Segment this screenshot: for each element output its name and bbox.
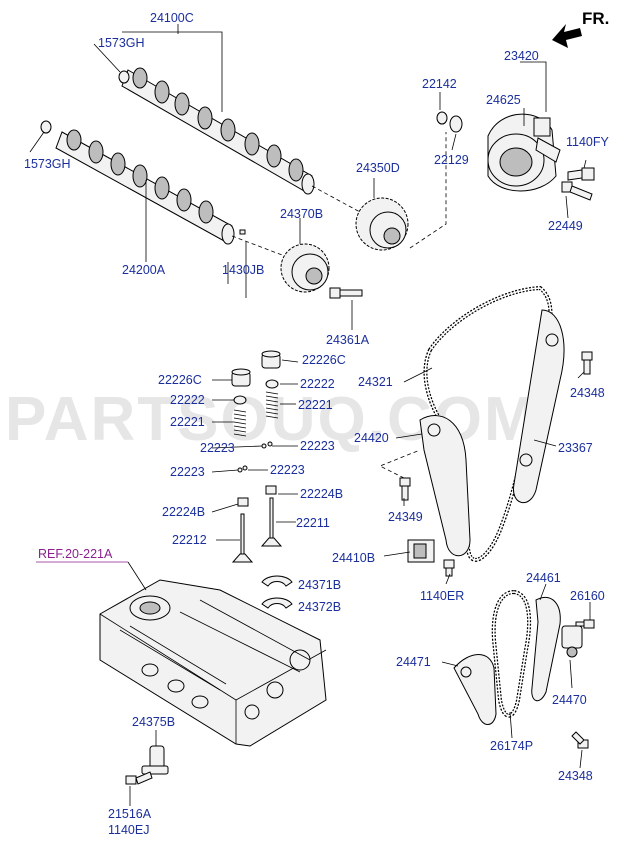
part-label[interactable]: 26160 [570, 589, 605, 603]
chain-tensioner-arm-icon [453, 654, 497, 725]
part-label[interactable]: 24470 [552, 693, 587, 707]
part-label[interactable]: 24410B [332, 551, 375, 565]
valve-key-icon [242, 465, 248, 471]
part-label[interactable]: 22226C [302, 353, 346, 367]
bolt-icon [443, 559, 455, 577]
chain-tensioner-icon [407, 539, 435, 563]
part-label[interactable]: 22211 [296, 516, 330, 530]
cvvt-sprocket-intake-icon [280, 243, 330, 293]
part-label[interactable]: 1573GH [24, 157, 71, 171]
part-label[interactable]: 22223 [300, 439, 335, 453]
intake-valve-icon [260, 497, 283, 547]
part-label[interactable]: 24348 [570, 386, 605, 400]
part-label[interactable]: 1430JB [222, 263, 264, 277]
part-label[interactable]: 24370B [280, 207, 323, 221]
part-label[interactable]: 22223 [170, 465, 205, 479]
part-label[interactable]: 24375B [132, 715, 175, 729]
part-label[interactable]: 24371B [298, 578, 341, 592]
part-label[interactable]: 1140EJ [108, 823, 149, 837]
cylinder-head-icon [99, 579, 327, 747]
part-label[interactable]: 23367 [558, 441, 593, 455]
part-label[interactable]: 24625 [486, 93, 521, 107]
part-label[interactable]: 22223 [270, 463, 305, 477]
part-label[interactable]: 22212 [172, 533, 207, 547]
part-label[interactable]: 22221 [170, 415, 205, 429]
part-label[interactable]: 24372B [298, 600, 341, 614]
bolt-icon [575, 619, 595, 629]
part-label[interactable]: 24349 [388, 510, 423, 524]
part-label[interactable]: 24100C [150, 11, 194, 25]
tappet-icon [231, 368, 251, 387]
part-label[interactable]: 21516A [108, 807, 152, 821]
bolt-icon [329, 287, 363, 299]
part-label[interactable]: 24321 [358, 375, 393, 389]
part-label[interactable]: 22221 [298, 398, 333, 412]
front-direction-label: FR. [582, 9, 609, 28]
part-label[interactable]: 22226C [158, 373, 202, 387]
part-label[interactable]: 24200A [122, 263, 166, 277]
part-label[interactable]: 22449 [548, 219, 583, 233]
part-label[interactable]: 22224B [300, 487, 343, 501]
valve-spring-icon [265, 391, 279, 419]
part-label[interactable]: 1573GH [98, 36, 145, 50]
valve-key-icon [237, 467, 243, 473]
retainer-icon [233, 395, 247, 405]
valve-seal-icon [237, 497, 249, 507]
valve-spring-icon [233, 409, 247, 437]
chain-guide-icon [531, 597, 561, 702]
cap-plug-icon [118, 70, 130, 84]
bearing-upper-icon [261, 575, 293, 587]
part-label[interactable]: 1140FY [566, 135, 610, 149]
part-label[interactable]: 24471 [396, 655, 431, 669]
bolt-icon [581, 351, 593, 375]
bolt-icon [561, 181, 593, 201]
chain-guide-icon [513, 309, 565, 503]
part-label[interactable]: 1140ER [420, 589, 464, 603]
bolt-icon [571, 731, 589, 749]
chain-tensioner-arm-icon [419, 415, 471, 557]
part-label[interactable]: 22142 [422, 77, 457, 91]
bearing-lower-icon [261, 597, 293, 609]
part-label[interactable]: 22222 [170, 393, 205, 407]
part-label[interactable]: 26174P [490, 739, 533, 753]
valve-key-icon [261, 443, 267, 449]
seal-ring-icon [436, 111, 448, 125]
valve-key-icon [267, 441, 273, 447]
part-label[interactable]: 22222 [300, 377, 335, 391]
reference-link[interactable]: REF.20-221A [38, 547, 113, 561]
bolt-icon [399, 477, 411, 501]
camshaft-exhaust-icon [121, 67, 315, 195]
cap-plug-icon [40, 120, 52, 134]
part-label[interactable]: 24348 [558, 769, 593, 783]
part-label[interactable]: 24420 [354, 431, 389, 445]
part-label[interactable]: 22224B [162, 505, 205, 519]
tappet-icon [261, 350, 281, 369]
front-direction-arrow-icon [552, 24, 582, 48]
part-labels: 24100C 1573GH 1573GH 24200A 1430JB 24370… [24, 11, 610, 837]
part-label[interactable]: 24461 [526, 571, 561, 585]
valve-seal-icon [265, 485, 277, 495]
bolt-icon [125, 771, 153, 785]
part-label[interactable]: 22223 [200, 441, 235, 455]
part-label[interactable]: 24361A [326, 333, 370, 347]
chain-tensioner-icon [561, 625, 583, 658]
part-label[interactable]: 23420 [504, 49, 539, 63]
oil-control-valve-icon [449, 115, 463, 133]
cam-position-sensor-icon [141, 745, 169, 775]
pin-icon [239, 229, 246, 235]
cvvt-assembly-icon [487, 113, 561, 192]
retainer-icon [265, 379, 279, 389]
bolt-icon [567, 167, 595, 181]
part-label[interactable]: 22129 [434, 153, 469, 167]
exhaust-valve-icon [231, 513, 254, 563]
camshaft-intake-icon [55, 129, 235, 245]
part-label[interactable]: 24350D [356, 161, 400, 175]
cvvt-sprocket-exhaust-icon [355, 197, 409, 251]
